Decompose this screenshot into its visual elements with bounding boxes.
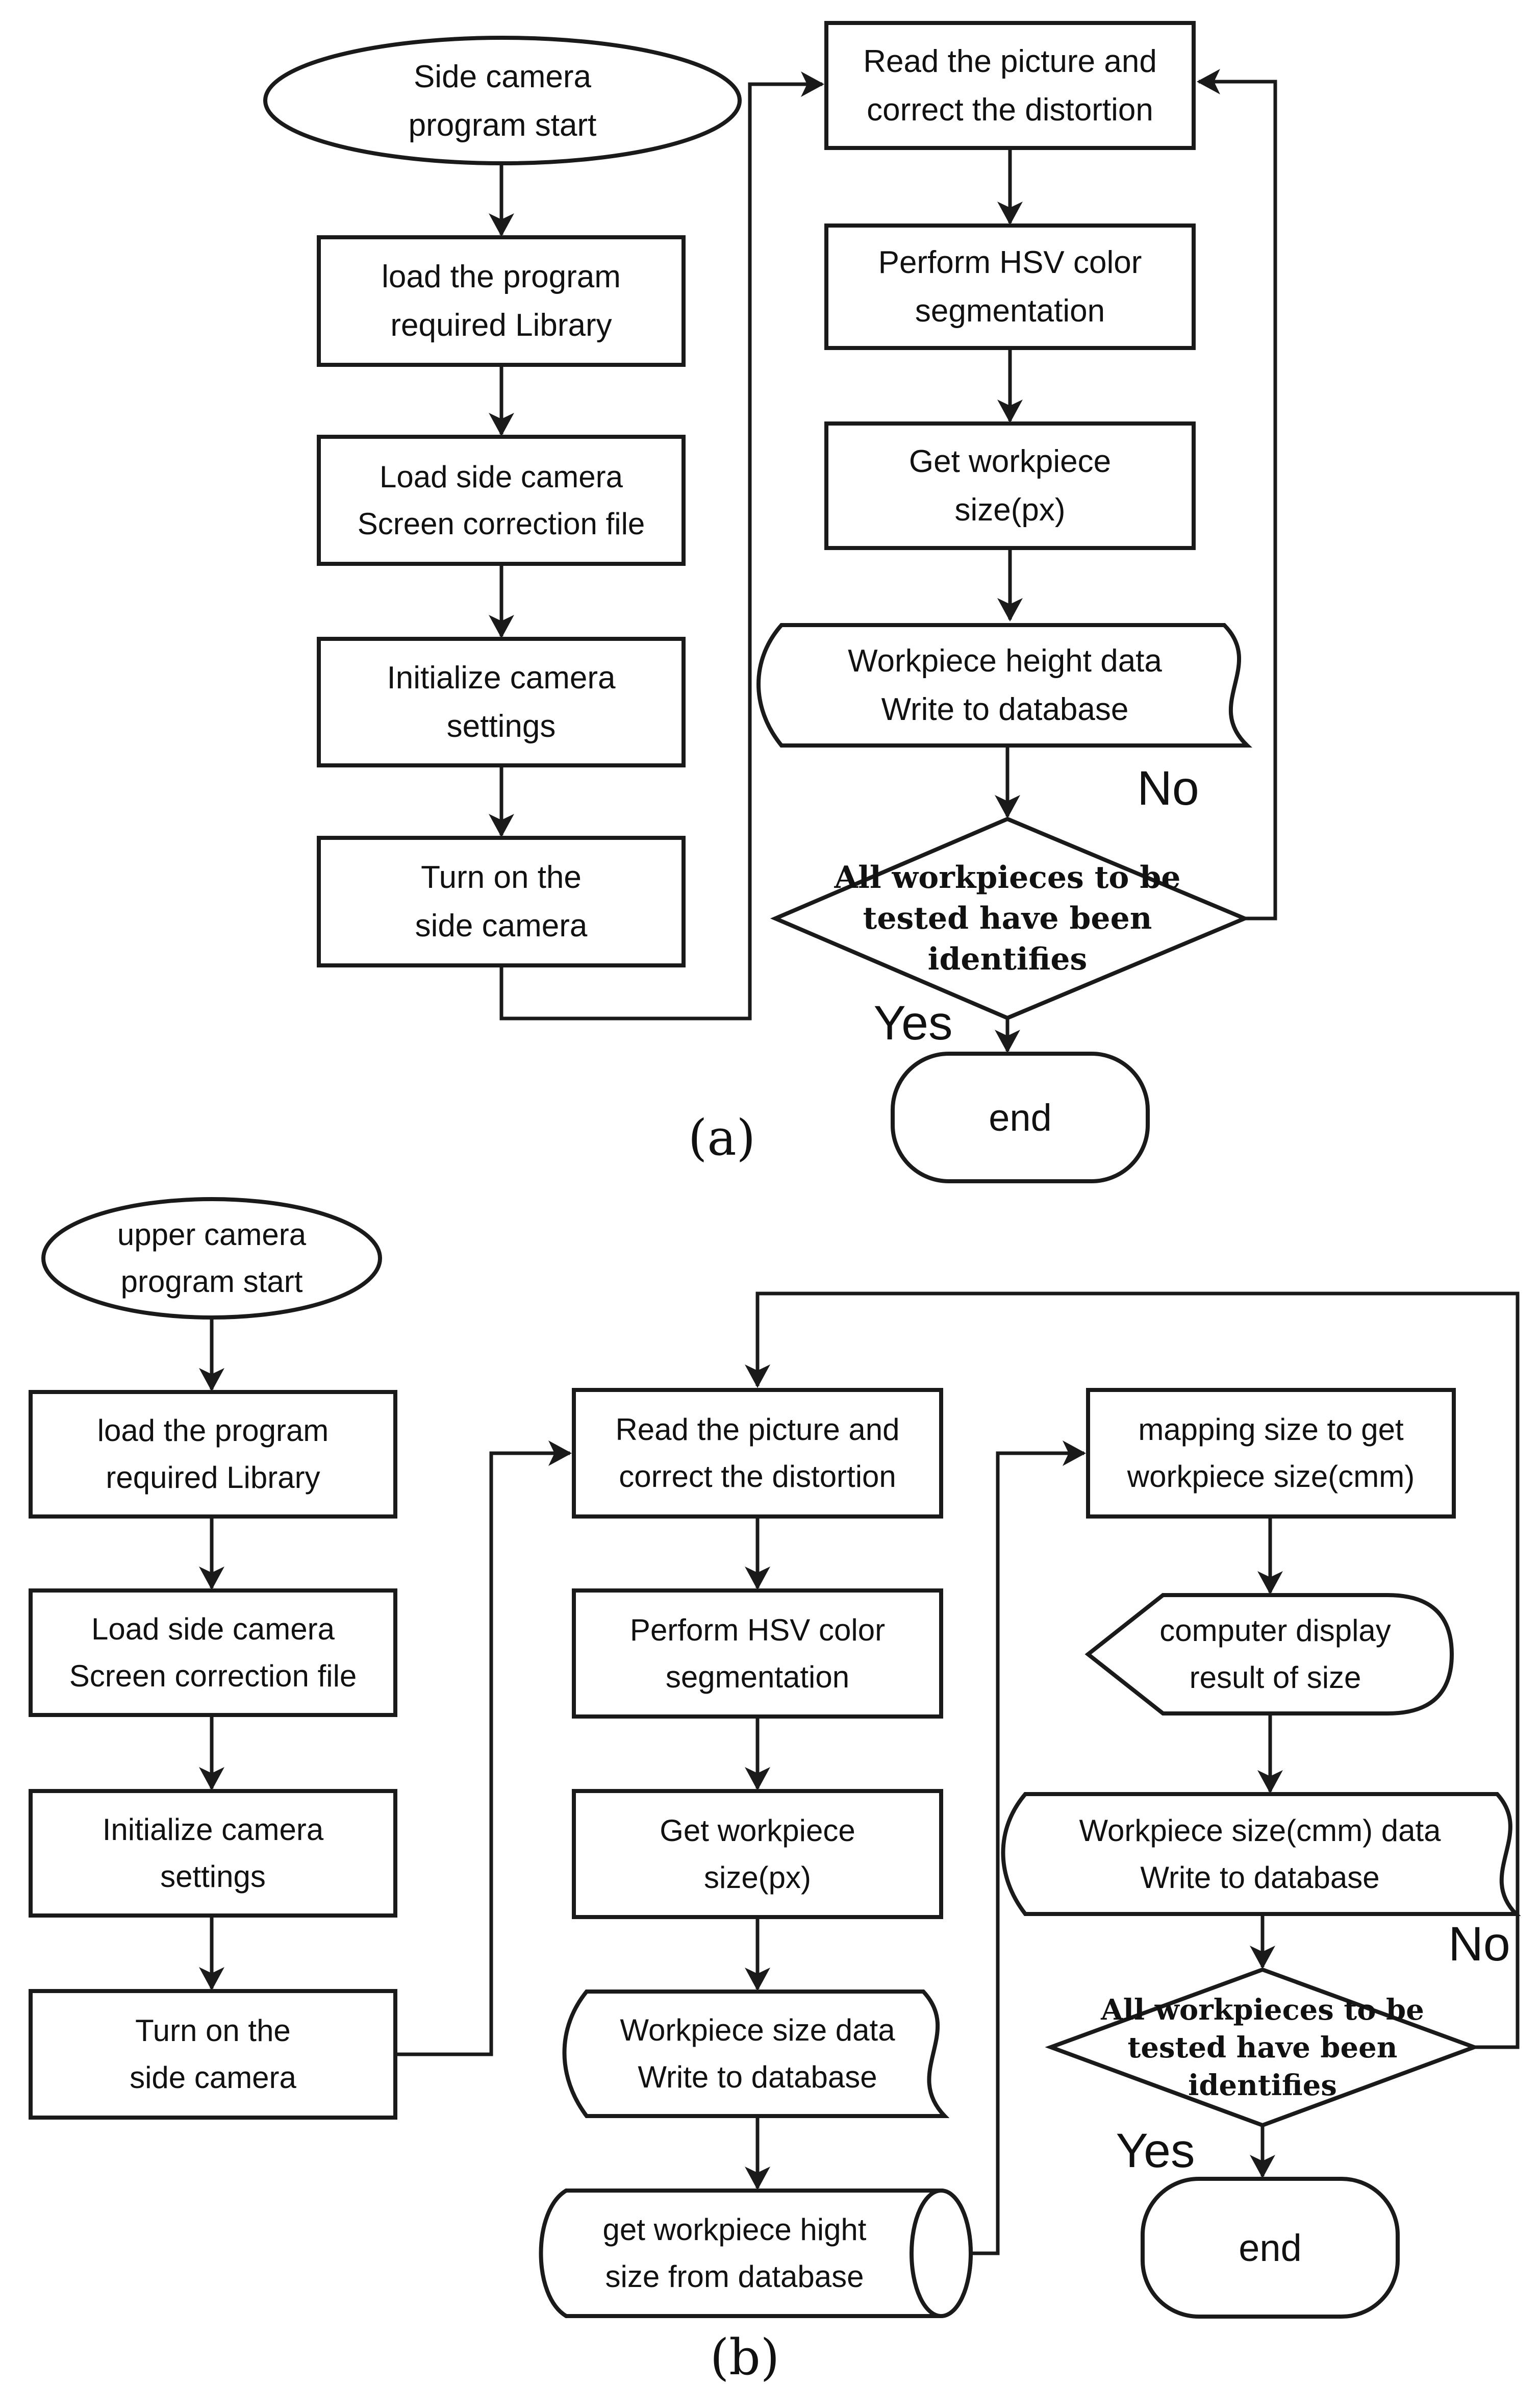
a-read-picture-label: Read the picture and correct the distort…	[863, 43, 1157, 128]
a-load-correction-label: Load side camera Screen correction file	[357, 459, 645, 541]
b-mapping-process	[1086, 1388, 1456, 1519]
b-display-result-label: computer display result of size	[1159, 1613, 1391, 1695]
a-end-label: end	[989, 1096, 1052, 1139]
b-write-db-label: Workpiece size data Write to database	[620, 2013, 895, 2094]
a-loop-no-to-read	[1197, 69, 1277, 921]
b-load-correction-label: Load side camera Screen correction file	[69, 1612, 357, 1693]
a-hsv-label: Perform HSV color segmentation	[878, 245, 1142, 329]
b-get-height-db-label: get workpiece hight size from database	[602, 2212, 867, 2294]
b-connector-turnon-to-read	[395, 1440, 572, 2056]
b-loop-no-to-read	[745, 1291, 1520, 2049]
b-decision-label: All workpieces to be tested have been id…	[1101, 1993, 1424, 2102]
b-get-size-process	[572, 1789, 943, 1919]
a-start-label: Side camera program start	[408, 59, 597, 143]
b-load-correction-process	[29, 1588, 397, 1717]
a-init-settings-process	[317, 637, 686, 767]
a-get-size-label: Get workpiece size(px)	[908, 444, 1112, 528]
a-caption: (a)	[688, 1109, 756, 1166]
a-load-library-process	[317, 235, 686, 367]
a-load-library-label: load the program required Library	[382, 259, 621, 343]
b-hsv-process	[572, 1588, 943, 1719]
a-write-db-document	[756, 623, 1252, 748]
b-get-height-db-cylinder-cap	[910, 2189, 973, 2318]
b-end-label: end	[1239, 2226, 1302, 2269]
a-init-settings-label: Initialize camera settings	[387, 660, 616, 744]
b-init-settings-label: Initialize camera settings	[102, 1812, 324, 1894]
b-write-db-document	[562, 1990, 950, 2118]
b-hsv-label: Perform HSV color segmentation	[629, 1612, 886, 1694]
b-load-library-process	[29, 1390, 397, 1519]
b-no-label: No	[1448, 1917, 1510, 1971]
b-end-terminator	[1141, 2177, 1400, 2319]
a-end-terminator	[891, 1052, 1150, 1183]
a-write-db-label: Workpiece height data Write to database	[848, 643, 1162, 727]
b-read-picture-label: Read the picture and correct the distort…	[615, 1412, 900, 1494]
b-write-db2-label: Workpiece size(cmm) data Write to databa…	[1079, 1813, 1441, 1895]
b-turn-on-label: Turn on the side camera	[130, 2013, 296, 2095]
a-decision-label: All workpieces to be tested have been id…	[834, 860, 1181, 977]
b-get-size-label: Get workpiece size(px)	[660, 1813, 855, 1895]
a-turn-on-label: Turn on the side camera	[415, 860, 588, 943]
a-get-size-process	[824, 421, 1196, 550]
a-load-correction-process	[317, 435, 686, 566]
b-read-picture-process	[572, 1388, 943, 1519]
b-connector-cylinder-to-mapping	[971, 1440, 1086, 2255]
b-turn-on-process	[29, 1989, 397, 2120]
b-caption: (b)	[710, 2328, 780, 2386]
a-no-label: No	[1137, 761, 1199, 815]
b-init-settings-process	[29, 1789, 397, 1918]
b-mapping-label: mapping size to get workpiece size(cmm)	[1127, 1412, 1415, 1494]
b-start-label: upper camera program start	[117, 1217, 307, 1299]
a-yes-label: Yes	[873, 996, 953, 1050]
b-yes-label: Yes	[1116, 2123, 1195, 2178]
b-load-library-label: load the program required Library	[97, 1413, 329, 1495]
a-loop-turnon-to-read	[499, 71, 824, 1021]
b-display-result-shape	[1084, 1593, 1454, 1715]
